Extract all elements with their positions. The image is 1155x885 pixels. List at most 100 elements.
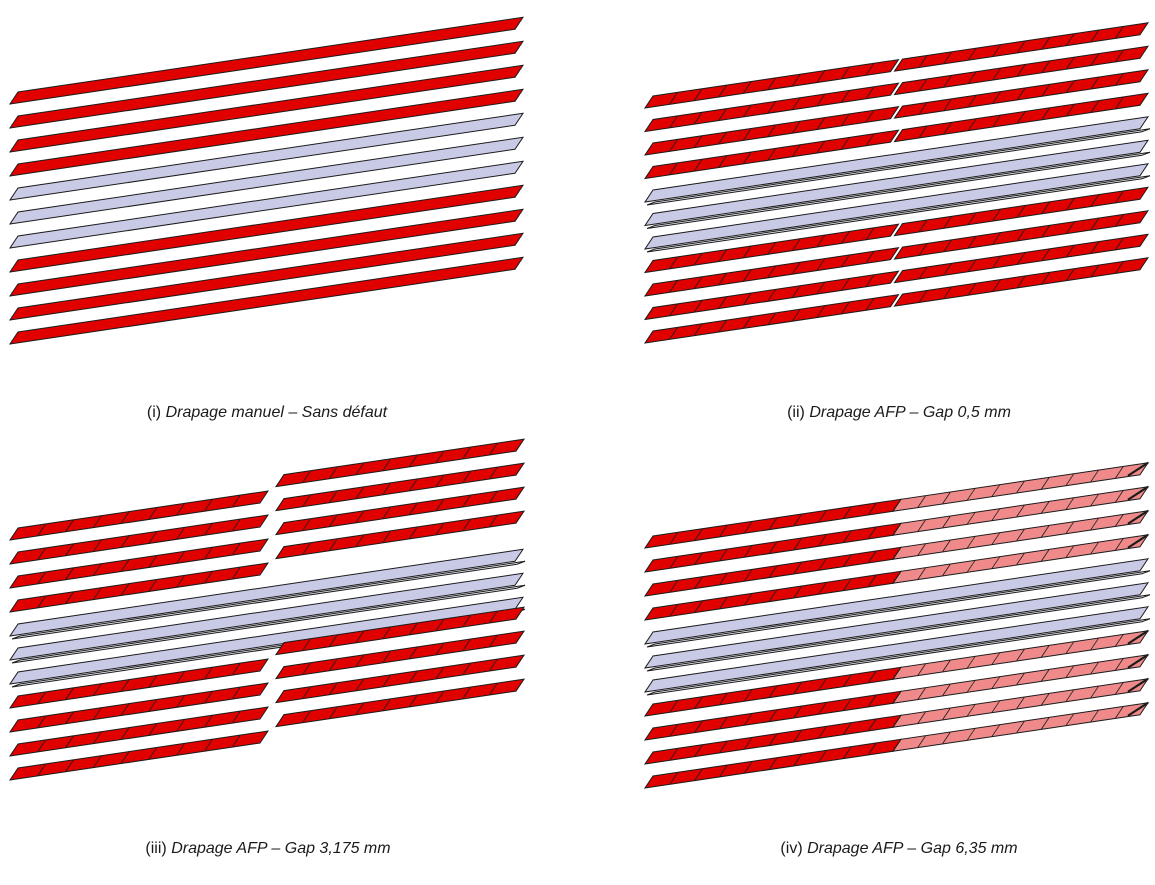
tow-boundary xyxy=(718,296,727,309)
tow-boundary xyxy=(865,86,875,100)
tow-boundary xyxy=(943,263,952,276)
tow-boundary xyxy=(65,591,74,604)
tow-boundary xyxy=(302,662,311,675)
tow-boundary xyxy=(1065,473,1075,486)
tow-boundary xyxy=(176,551,185,564)
tow-boundary xyxy=(992,91,1002,104)
tow-boundary xyxy=(1090,53,1100,66)
tow-end-wedge xyxy=(1127,461,1149,477)
panel-i xyxy=(0,0,560,360)
tow-boundary xyxy=(1066,33,1075,46)
tow-boundary xyxy=(93,755,102,768)
tow-boundary xyxy=(669,724,679,737)
caption-ii: (ii) Drapage AFP – Gap 0,5 mm xyxy=(787,404,1011,422)
ply-strip-edge xyxy=(646,618,1151,696)
tow-boundary xyxy=(120,727,130,740)
tow-boundary xyxy=(841,90,850,103)
tow-boundary xyxy=(719,548,728,562)
tow-boundary xyxy=(1016,504,1025,518)
tow-boundary xyxy=(1040,525,1050,538)
tow-boundary xyxy=(918,78,928,92)
tow-boundary xyxy=(37,547,47,561)
tow-boundary xyxy=(462,662,471,676)
tow-boundary xyxy=(435,450,445,464)
tow-boundary xyxy=(1065,545,1075,558)
tow-boundary xyxy=(1066,197,1075,211)
tow-boundary xyxy=(489,682,498,696)
tow-boundary xyxy=(991,700,1001,713)
tow-boundary xyxy=(992,208,1002,222)
tow-boundary xyxy=(718,131,727,145)
tow-boundary xyxy=(917,711,927,724)
tow-boundary xyxy=(1090,100,1100,113)
tow-boundary xyxy=(843,698,852,711)
tow-boundary xyxy=(1041,248,1051,261)
tow-boundary xyxy=(1115,26,1124,39)
tow-boundary xyxy=(382,650,391,664)
tow-boundary xyxy=(818,534,827,547)
tow-boundary xyxy=(462,638,471,652)
tow-boundary xyxy=(37,715,47,729)
tow-boundary xyxy=(204,691,213,704)
ply-strip xyxy=(8,88,525,177)
tow-boundary xyxy=(1040,477,1050,490)
caption-prefix-iv: (iv) xyxy=(780,840,803,857)
tow-boundary xyxy=(37,691,47,705)
tow-boundary xyxy=(462,470,471,484)
tow-boundary xyxy=(1040,669,1050,682)
tow-boundary xyxy=(489,610,498,624)
tow-end-wedge xyxy=(1127,701,1149,717)
caption-prefix-iii: (iii) xyxy=(145,840,167,857)
tow-boundary xyxy=(917,495,927,508)
tow-boundary xyxy=(816,93,826,107)
tow-boundary xyxy=(793,585,803,599)
tow-boundary xyxy=(489,466,498,480)
tow-boundary xyxy=(1114,682,1124,695)
caption-prefix-ii: (ii) xyxy=(787,404,805,421)
tow-boundary xyxy=(669,556,679,569)
tow-boundary xyxy=(843,506,852,519)
tow-boundary xyxy=(943,51,952,65)
tow-boundary xyxy=(865,133,875,147)
tow-boundary xyxy=(867,526,877,540)
tow-boundary xyxy=(917,687,927,700)
tow-boundary xyxy=(1041,201,1051,214)
tow-boundary xyxy=(1040,693,1050,706)
tow-boundary xyxy=(843,674,852,687)
tow-boundary xyxy=(1016,275,1026,289)
tow-boundary xyxy=(302,710,311,723)
tow-boundary xyxy=(943,216,952,229)
tow-boundary xyxy=(176,671,185,684)
ply-stack-drawing-iv xyxy=(643,461,1151,789)
tow-boundary xyxy=(818,558,827,571)
tow-boundary xyxy=(818,510,827,523)
tow-boundary xyxy=(793,537,803,551)
tow-boundary xyxy=(791,144,801,157)
tow-boundary xyxy=(742,81,752,94)
tow-boundary xyxy=(669,580,679,593)
tow-boundary xyxy=(1090,637,1099,651)
tow-boundary xyxy=(742,104,752,118)
tow-boundary xyxy=(918,290,928,303)
tow-boundary xyxy=(435,690,445,704)
tow-boundary xyxy=(231,710,241,724)
tow-boundary xyxy=(742,292,752,306)
tow-boundary xyxy=(1016,528,1025,542)
tow-boundary xyxy=(65,711,74,724)
tow-boundary xyxy=(148,579,158,592)
tow-boundary xyxy=(1066,80,1075,93)
tow-boundary xyxy=(718,319,727,333)
tow-boundary xyxy=(669,162,678,176)
tow-boundary xyxy=(435,474,445,488)
tow-boundary xyxy=(1066,244,1075,258)
caption-text-i: Drapage manuel – Sans défaut xyxy=(165,404,388,421)
tow-boundary xyxy=(991,652,1001,665)
tow-boundary xyxy=(719,692,728,706)
tow-boundary xyxy=(489,442,498,456)
ply-strip-edge xyxy=(646,594,1151,672)
tow-boundary xyxy=(669,327,678,340)
tow-boundary xyxy=(719,524,728,538)
tow-boundary xyxy=(329,514,338,527)
tow-boundary xyxy=(791,308,801,322)
tow-boundary xyxy=(382,458,391,472)
